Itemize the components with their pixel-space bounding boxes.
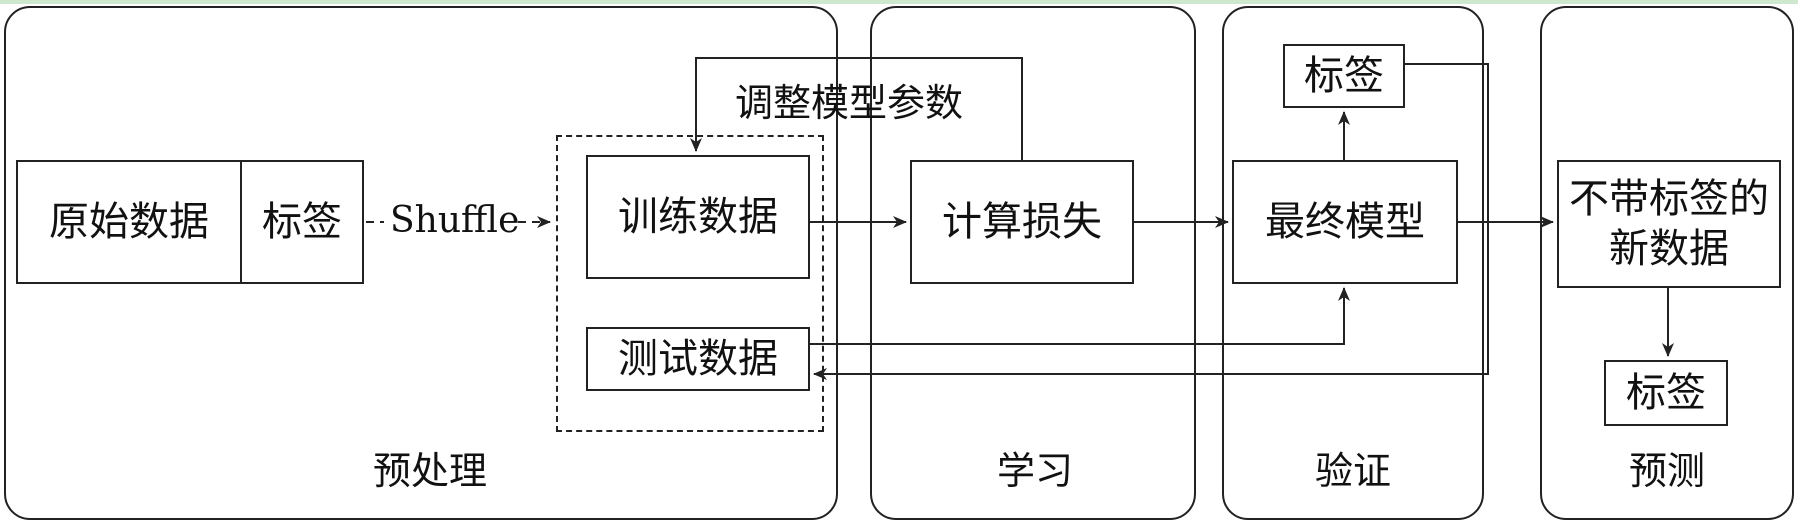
new-data-line1: 不带标签的 (1569, 176, 1769, 222)
test-to-model-arrow (810, 287, 1350, 345)
new-unlabeled-data-box: 不带标签的 新数据 (1557, 160, 1781, 288)
raw-label-box: 标签 (240, 160, 364, 284)
compute-loss-box: 计算损失 (910, 160, 1134, 284)
data-split-group (556, 135, 824, 432)
final-model-box: 最终模型 (1232, 160, 1458, 284)
raw-data-box: 原始数据 (16, 160, 242, 284)
adjust-params-feedback-arrow (690, 57, 1023, 160)
train-data-box: 训练数据 (586, 155, 810, 279)
test-data-box: 测试数据 (586, 327, 810, 391)
new-data-line2: 新数据 (1609, 226, 1729, 272)
adjust-params-label: 调整模型参数 (735, 81, 964, 125)
section-label-preprocess: 预处理 (372, 449, 487, 493)
section-label-learning: 学习 (996, 449, 1073, 493)
label-to-test-arrow (813, 63, 1489, 380)
shuffle-label: Shuffle (390, 200, 520, 241)
prediction-label-box: 标签 (1604, 360, 1728, 426)
section-label-validation: 验证 (1314, 449, 1391, 493)
section-label-prediction: 预测 (1628, 449, 1705, 493)
top-border-line (0, 0, 1798, 4)
validation-label-box: 标签 (1283, 44, 1405, 108)
